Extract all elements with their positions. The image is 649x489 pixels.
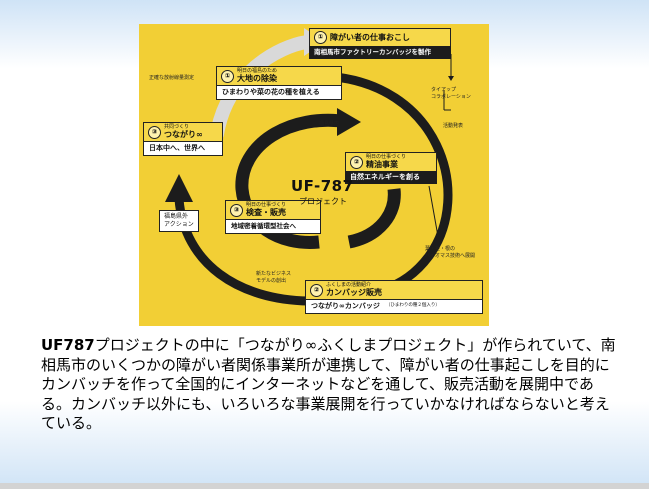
box-title: つながり∞ <box>164 130 203 139</box>
box-number: ① <box>221 69 234 83</box>
note-fukushima-inside: 福島県内 <box>319 121 340 127</box>
box-number: ① <box>314 31 327 44</box>
note-tieup: タイアップ コラボレーション <box>431 87 471 100</box>
box-body: 地域密着循環型社会へ <box>225 219 321 234</box>
note-radiation: 正確な放射線量測定 <box>149 75 195 81</box>
box-body: ひまわりや菜の花の種を植える <box>216 85 342 100</box>
box-body: 南相馬市ファクトリーカンバッジを製作 <box>309 46 451 59</box>
caption-lead: UF787 <box>41 336 95 354</box>
box-number: ② <box>310 283 323 297</box>
box-title: 障がい者の仕事おこし <box>330 33 410 42</box>
box-number: ② <box>350 155 363 169</box>
caption-text: プロジェクトの中に「つながり∞ふくしまプロジェクト」が作られていて、南相馬市のい… <box>41 336 616 432</box>
box-subtitle: 共同づくり <box>164 124 190 130</box>
box-title: カンバッジ販売 <box>326 288 382 297</box>
box-number: ③ <box>230 203 243 217</box>
box-title: 精油事業 <box>366 160 398 169</box>
box-inspection-sales: ③ 明日の仕事づくり 検査・販売 地域密着循環型社会へ <box>225 200 321 234</box>
action-tag: 福島県外 アクション <box>159 210 199 232</box>
box-title: 検査・販売 <box>246 208 286 217</box>
box-body: つながり∞カンバッジ <box>311 302 380 310</box>
box-oil-business: ② 明日の仕事づくり 精油事業 自然エネルギーを創る <box>345 152 437 184</box>
connector-1-head <box>448 76 454 81</box>
note-biomass: 葉・茎・根の バイオマス技術へ展開 <box>425 246 476 259</box>
center-subtitle: プロジェクト <box>299 197 347 206</box>
project-diagram: ① 障がい者の仕事おこし 南相馬市ファクトリーカンバッジを製作 ① 明日の福島の… <box>139 24 489 326</box>
box-number: ③ <box>148 125 161 139</box>
center-title: UF-787 <box>291 177 354 195</box>
box-body: 日本中へ、世界へ <box>143 141 223 156</box>
connector-4 <box>428 185 440 243</box>
box-title: 大地の除染 <box>237 74 277 83</box>
box-subtitle: 明日の仕事づくり <box>366 154 407 160</box>
box-disabled-work: ① 障がい者の仕事おこし 南相馬市ファクトリーカンバッジを製作 <box>309 28 451 59</box>
box-subtitle: 明日の福島のため <box>237 68 278 74</box>
box-connection: ③ 共同づくり つながり∞ 日本中へ、世界へ <box>143 122 223 156</box>
inner-circle-right <box>347 188 401 249</box>
box-subtitle: ふくしまの活動紹介 <box>326 282 372 288</box>
box-subtitle: 明日の仕事づくり <box>246 202 287 208</box>
outer-left-arrowhead <box>165 174 193 202</box>
box-body-row: つながり∞カンバッジ （ひまわりの種２個入り） <box>305 299 483 314</box>
box-decontamination: ① 明日の福島のため 大地の除染 ひまわりや菜の花の種を植える <box>216 66 342 100</box>
box-body-note: （ひまわりの種２個入り） <box>385 303 440 309</box>
caption-paragraph: UF787プロジェクトの中に「つながり∞ふくしまプロジェクト」が作られていて、南… <box>41 336 616 434</box>
note-new-business: 新たなビジネス モデルの創出 <box>256 271 292 284</box>
inner-arrowhead <box>337 108 361 136</box>
slide-bottom-band <box>0 483 649 489</box>
inner-circle-arc <box>235 113 351 249</box>
box-body: 自然エネルギーを創る <box>345 171 437 184</box>
note-sales: 活動発表 <box>443 123 464 129</box>
box-badge-sales: ② ふくしまの活動紹介 カンバッジ販売 つながり∞カンバッジ （ひまわりの種２個… <box>305 280 483 314</box>
